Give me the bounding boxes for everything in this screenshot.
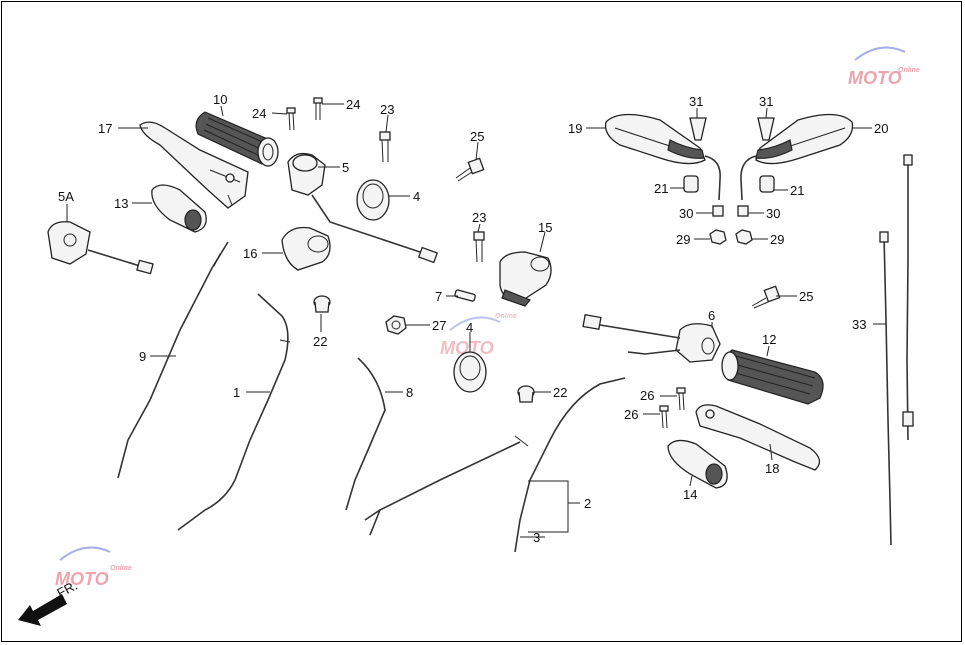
part-12-right-grip — [721, 349, 824, 405]
callout-7: 7 — [435, 289, 442, 304]
callout-24: 24 — [346, 97, 360, 112]
part-6-right-switch — [582, 313, 721, 363]
part-23-bolt-a — [379, 131, 391, 163]
callout-23: 23 — [380, 102, 394, 117]
watermark-bottom-left: MOTO Online — [55, 546, 132, 589]
part-17-clutch-lever — [139, 121, 249, 209]
callout-27: 27 — [432, 318, 446, 333]
callout-25: 25 — [799, 289, 813, 304]
callout-1: 1 — [233, 385, 240, 400]
watermark-text: MOTO — [848, 68, 902, 88]
part-5-left-switch — [287, 152, 439, 264]
callout-13: 13 — [114, 196, 128, 211]
callout-8: 8 — [406, 385, 413, 400]
part-9-cable — [117, 241, 229, 479]
callout-30: 30 — [679, 206, 693, 221]
callout-9: 9 — [139, 349, 146, 364]
part-26-screw-b — [659, 405, 669, 429]
callout-16: 16 — [243, 246, 257, 261]
part-15-master-cylinder — [499, 251, 552, 307]
part-20-right-mirror — [740, 113, 854, 201]
part-24-screw-a — [286, 107, 296, 131]
callout-4: 4 — [413, 189, 420, 204]
part-16-bracket — [281, 226, 331, 271]
part-19-left-mirror — [604, 113, 722, 201]
part-4-clamp-a — [356, 179, 390, 221]
part-30-adapter-b — [737, 205, 749, 217]
watermark-text: MOTO — [55, 569, 109, 589]
part-22-nut-a — [313, 295, 331, 313]
part-33-long-cable — [879, 154, 914, 546]
part-31-cover-b — [757, 117, 775, 141]
callout-20: 20 — [874, 121, 888, 136]
callout-15: 15 — [538, 220, 552, 235]
callout-33: 33 — [852, 317, 866, 332]
part-14-grip-cover — [667, 439, 728, 489]
callout-19: 19 — [568, 121, 582, 136]
callout-6: 6 — [708, 308, 715, 323]
part-23-bolt-b — [473, 231, 485, 263]
callout-23: 23 — [472, 210, 486, 225]
callout-5: 5 — [342, 160, 349, 175]
part-24-screw-b — [313, 97, 323, 120]
callout-4: 4 — [466, 320, 473, 335]
callout-25: 25 — [470, 129, 484, 144]
part-1-throttle-cable — [177, 293, 291, 531]
watermark-center: MOTO Online — [440, 313, 517, 358]
watermark-text: MOTO — [440, 338, 494, 358]
callout-31: 31 — [689, 94, 703, 109]
part-30-adapter-a — [712, 205, 724, 217]
part-10-left-grip — [195, 111, 279, 167]
part-2-brake-cable — [514, 377, 626, 553]
callout-18: 18 — [765, 461, 779, 476]
callout-22: 22 — [553, 385, 567, 400]
part-31-cover-a — [689, 117, 707, 141]
part-22-nut-b — [517, 385, 535, 403]
callout-29: 29 — [770, 232, 784, 247]
part-13-grip-cover — [151, 184, 207, 233]
callout-5A: 5A — [58, 189, 74, 204]
callout-24: 24 — [252, 106, 266, 121]
watermark-tagline: Online — [898, 67, 920, 74]
watermark-tagline: Online — [495, 313, 517, 320]
callout-26: 26 — [624, 407, 638, 422]
callout-29: 29 — [676, 232, 690, 247]
callout-10: 10 — [213, 92, 227, 107]
harness-cable — [364, 435, 529, 536]
callout-21: 21 — [790, 183, 804, 198]
part-7-switch — [454, 289, 476, 302]
part-18-brake-lever — [695, 404, 821, 471]
leader-lines — [66, 103, 886, 538]
callout-labels: 10 24 24 23 25 17 5 4 13 5A 16 23 15 7 2… — [58, 92, 888, 545]
part-21-cap-b — [759, 175, 775, 193]
callout-2: 2 — [584, 496, 591, 511]
callout-3: 3 — [533, 530, 540, 545]
callout-22: 22 — [313, 334, 327, 349]
callout-30: 30 — [766, 206, 780, 221]
part-21-cap-a — [683, 175, 699, 193]
callout-17: 17 — [98, 121, 112, 136]
callout-26: 26 — [640, 388, 654, 403]
part-26-screw-a — [676, 387, 686, 411]
part-5A-switch — [47, 221, 154, 275]
part-27-nut — [385, 315, 407, 335]
callout-14: 14 — [683, 487, 697, 502]
callout-31: 31 — [759, 94, 773, 109]
watermark-top-right: MOTO Online — [848, 46, 920, 88]
callout-12: 12 — [762, 332, 776, 347]
part-25-bolt-a — [455, 157, 485, 182]
part-8-cable — [345, 357, 386, 511]
front-direction-arrow: FR. — [18, 578, 80, 626]
watermark-tagline: Online — [110, 565, 132, 572]
part-25-bolt-b — [751, 285, 781, 309]
part-29-nut-b — [735, 229, 753, 245]
part-4-clamp-b — [453, 351, 487, 393]
callout-21: 21 — [654, 181, 668, 196]
part-29-nut-a — [709, 229, 727, 245]
